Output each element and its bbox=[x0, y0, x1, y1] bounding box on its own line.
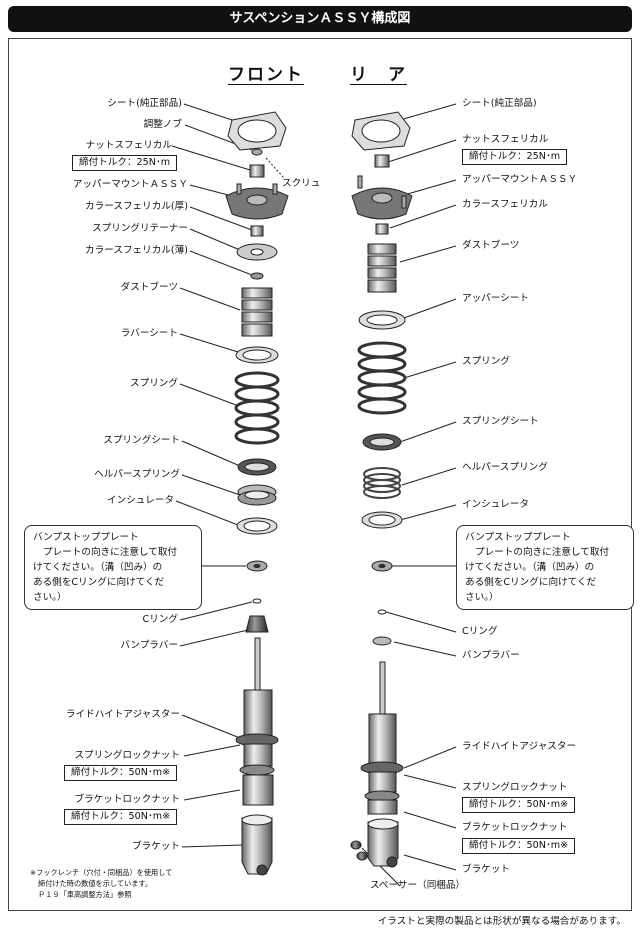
leader-lines bbox=[171, 103, 457, 887]
front-label-collar-thin: カラースフェリカル(薄) bbox=[85, 245, 188, 256]
rear-label-helper-spring: ヘルパースプリング bbox=[462, 462, 548, 473]
front-label-adjust-knob: 調整ノブ bbox=[143, 119, 182, 130]
rear-bump-stop-note: バンプストッププレート プレートの向きに注意して取付 けてください。（溝（凹み）… bbox=[456, 525, 634, 610]
rear-spring-lock-torque: 締付トルク：50N･m※ bbox=[462, 797, 576, 813]
front-bump-stop-note: バンプストッププレート プレートの向きに注意して取付 けてください。（溝（凹み）… bbox=[24, 525, 202, 610]
front-label-ride-height-adjuster: ライドハイトアジャスター bbox=[65, 709, 180, 720]
front-label-bracket: ブラケット bbox=[132, 841, 180, 852]
rear-label-spacer: スペーサー（同梱品） bbox=[370, 880, 466, 891]
front-label-bracket-lock-nut: ブラケットロックナット bbox=[74, 794, 180, 805]
front-spring-lock-torque: 締付トルク：50N･m※ bbox=[64, 765, 178, 781]
front-label-spring-lock-nut: スプリングロックナット bbox=[74, 750, 180, 761]
front-label-nut-spherical: ナットスフェリカル bbox=[85, 140, 172, 151]
footnote-line: 締付けた時の数値を示しています。 bbox=[38, 879, 153, 888]
front-note-line: プレートの向きに注意して取付 bbox=[43, 547, 178, 558]
front-label-collar-thick: カラースフェリカル(厚) bbox=[85, 201, 188, 212]
rear-label-bracket: ブラケット bbox=[462, 864, 510, 875]
front-note-line: さい。） bbox=[33, 592, 67, 603]
diagram-frame bbox=[8, 38, 632, 911]
front-label-c-ring: Cリング bbox=[142, 614, 178, 625]
front-parts bbox=[225, 111, 289, 876]
rear-label-bracket-lock-nut: ブラケットロックナット bbox=[462, 822, 568, 833]
rear-note-line: プレートの向きに注意して取付 bbox=[475, 547, 610, 558]
front-label-helper-spring: ヘルパースプリング bbox=[94, 469, 180, 480]
front-note-line: ある側をCリングに向けてくだ bbox=[33, 577, 165, 588]
rear-note-heading: バンプストッププレート bbox=[465, 532, 571, 543]
front-header: フロント bbox=[228, 65, 304, 85]
front-note-line: けてください。（溝（凹み）の bbox=[33, 562, 163, 573]
disclaimer: イラストと実際の製品とは形状が異なる場合があります。 bbox=[377, 916, 626, 927]
rear-label-bump-rubber: バンプラバー bbox=[462, 650, 520, 661]
rear-label-insulator: インシュレータ bbox=[462, 499, 529, 510]
front-label-spring: スプリング bbox=[130, 378, 178, 389]
front-label-insulator: インシュレータ bbox=[107, 495, 174, 506]
rear-label-dust-boot: ダストブーツ bbox=[462, 240, 520, 251]
rear-label-upper-seat: アッパーシート bbox=[462, 293, 529, 304]
rear-label-ride-height-adjuster: ライドハイトアジャスター bbox=[462, 741, 577, 752]
rear-nut-torque: 締付トルク：25N･m bbox=[462, 149, 568, 165]
front-label-spring-seat: スプリングシート bbox=[103, 435, 180, 446]
rear-label-collar: カラースフェリカル bbox=[462, 199, 548, 210]
front-bracket-lock-torque: 締付トルク：50N･m※ bbox=[64, 809, 178, 825]
front-label-upper-mount: アッパーマウントＡＳＳＹ bbox=[72, 179, 188, 190]
front-label-dust-boot: ダストブーツ bbox=[120, 282, 178, 293]
rear-label-nut-spherical: ナットスフェリカル bbox=[462, 134, 549, 145]
footnote-line: Ｐ１９「車高調整方法」参照 bbox=[38, 890, 132, 899]
rear-note-line: けてください。（溝（凹み）の bbox=[465, 562, 595, 573]
rear-note-line: さい。） bbox=[465, 592, 499, 603]
page-title: サスペンションＡＳＳＹ構成図 bbox=[8, 6, 632, 32]
rear-note-line: ある側をCリングに向けてくだ bbox=[465, 577, 597, 588]
rear-parts bbox=[350, 111, 413, 868]
rear-label-upper-mount: アッパーマウントＡＳＳＹ bbox=[462, 174, 578, 185]
footnote-line: ※フックレンチ（穴付・同梱品）を使用して bbox=[30, 868, 173, 877]
front-label-screw: スクリュ bbox=[282, 178, 321, 189]
rear-label-spring-lock-nut: スプリングロックナット bbox=[462, 782, 568, 793]
rear-label-c-ring: Cリング bbox=[462, 626, 498, 637]
front-label-rubber-seat: ラバーシート bbox=[120, 328, 178, 339]
rear-header: リ ア bbox=[350, 65, 407, 85]
rear-bracket-lock-torque: 締付トルク：50N･m※ bbox=[462, 838, 576, 854]
front-nut-torque: 締付トルク：25N･m bbox=[72, 155, 178, 171]
rear-label-spring: スプリング bbox=[462, 356, 510, 367]
front-label-bump-rubber: バンプラバー bbox=[120, 640, 178, 651]
rear-label-seat: シート(純正部品) bbox=[462, 98, 537, 109]
rear-label-spring-seat: スプリングシート bbox=[462, 416, 539, 427]
front-note-heading: バンプストッププレート bbox=[33, 532, 139, 543]
front-label-seat: シート(純正部品) bbox=[107, 98, 182, 109]
front-label-spring-retainer: スプリングリテーナー bbox=[92, 223, 188, 234]
